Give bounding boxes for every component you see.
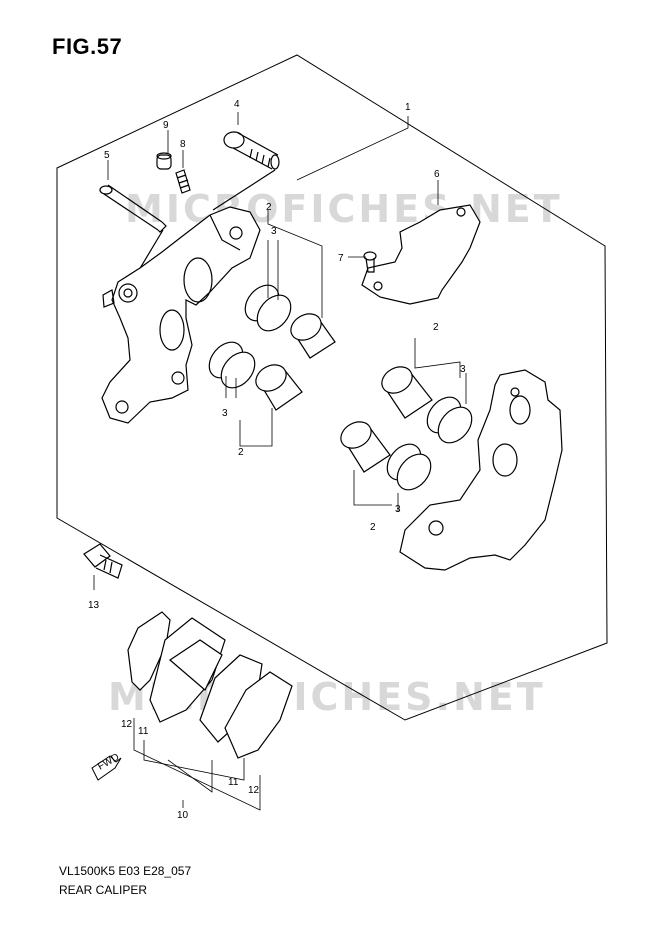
callout-2-lower-right: 2 [370, 522, 376, 533]
brake-pad-set-right [199, 654, 293, 759]
pin-plug-13 [83, 543, 123, 579]
callout-12-left: 12 [121, 719, 133, 730]
assembly-boundary [56, 54, 608, 721]
callout-2-upper-left: 2 [266, 202, 272, 213]
watermark-top: MICROFICHES.NET [125, 187, 563, 231]
callout-11-right: 11 [228, 777, 239, 788]
callout-12-right: 12 [248, 785, 260, 796]
figure-title: FIG.57 [52, 34, 123, 59]
callout-10: 10 [177, 810, 189, 821]
callout-8: 8 [180, 139, 186, 150]
callout-11-left: 11 [138, 726, 149, 737]
callout-2-upper-right: 2 [433, 322, 439, 333]
piston-seal-set-lower-left [208, 341, 256, 389]
bleeder-valve-8 [175, 169, 191, 194]
brake-pad-set-left [127, 611, 226, 723]
callout-1: 1 [405, 102, 411, 113]
caliper-housing-outer [399, 369, 563, 571]
piston-upper-right [381, 366, 433, 419]
callout-7: 7 [338, 253, 344, 264]
caliper-bolt-4 [212, 131, 280, 211]
callout-13: 13 [88, 600, 100, 611]
piston-upper-left [290, 313, 336, 359]
bleeder-cap-9 [156, 152, 172, 170]
callout-4: 4 [234, 99, 240, 110]
bracket-bolt-7 [363, 251, 377, 273]
callout-2-lower-left: 2 [238, 447, 244, 458]
piston-seal-set-upper-left [244, 284, 292, 332]
callout-3-upper-right: 3 [460, 364, 466, 375]
caliper-bracket-6 [361, 204, 481, 305]
model-code: VL1500K5 E03 E28_057 [59, 864, 192, 878]
piston-seal-set-upper-right [426, 396, 473, 444]
callout-3-upper-left: 3 [271, 226, 277, 237]
callout-6: 6 [434, 169, 440, 180]
piston-seal-set-lower-right [386, 443, 432, 491]
piston-lower-left [255, 364, 303, 411]
diagram-name: REAR CALIPER [59, 883, 148, 897]
callout-9: 9 [163, 120, 169, 131]
callout-3-lower-right: 3 [395, 504, 401, 515]
piston-lower-right [340, 421, 391, 473]
caliper-pin-5 [99, 184, 167, 271]
forward-direction-arrow: FWD [91, 752, 122, 781]
caliper-housing-inner [101, 206, 261, 424]
callout-3-lower-left: 3 [222, 408, 228, 419]
callout-5: 5 [104, 150, 110, 161]
